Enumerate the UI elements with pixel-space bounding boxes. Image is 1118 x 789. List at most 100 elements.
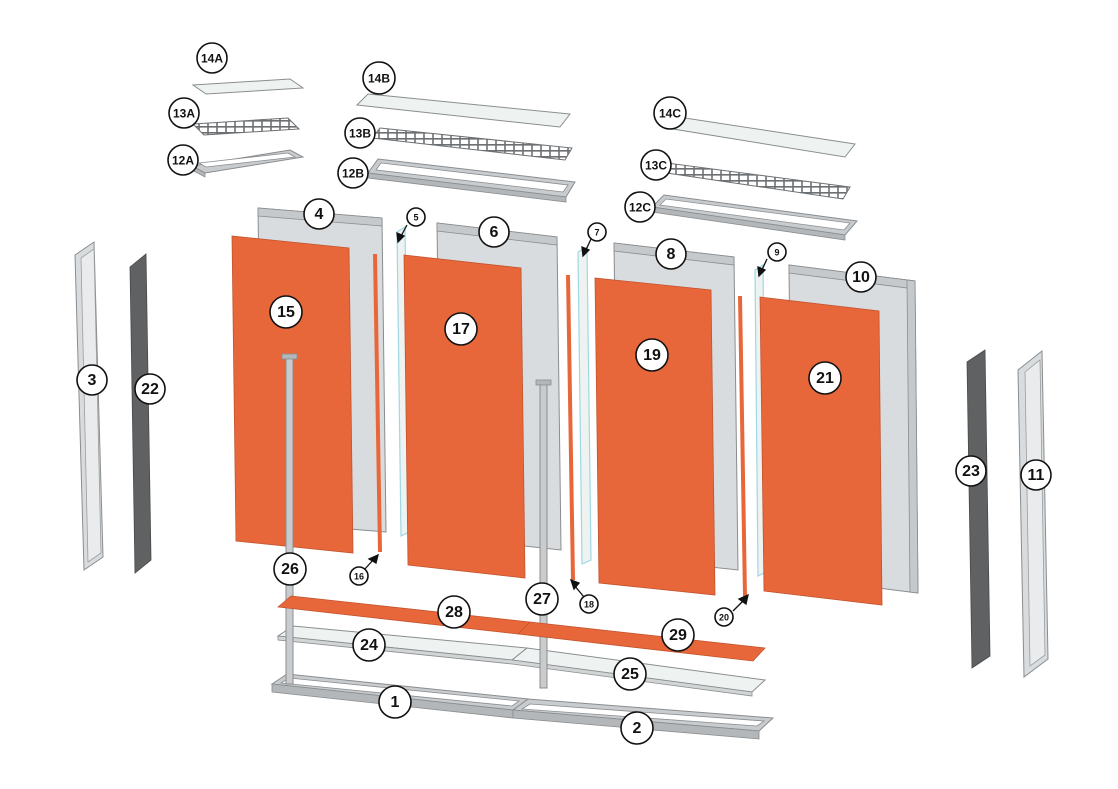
- callout-23: 23: [955, 455, 987, 487]
- callout-text: 1: [391, 694, 400, 711]
- callout-12b: 12B: [337, 157, 369, 189]
- callout-circle: [653, 96, 687, 130]
- part-21-orange-panel: [759, 296, 883, 606]
- callout-19: 19: [635, 338, 669, 372]
- callout-circle: [714, 607, 734, 627]
- part-27-post: [535, 379, 552, 689]
- callout-circle: [655, 238, 687, 270]
- callout-text: 27: [533, 591, 551, 608]
- callout-circle: [845, 261, 877, 293]
- callout-text: 9: [774, 248, 779, 258]
- callout-text: 24: [360, 637, 378, 654]
- callout-27: 27: [525, 582, 559, 616]
- part-13b-grid: [371, 127, 573, 161]
- callout-28: 28: [437, 595, 471, 629]
- callout-text: 12B: [342, 167, 364, 181]
- callout-circle: [167, 144, 199, 176]
- callout-circle: [808, 361, 842, 395]
- callout-circle: [378, 685, 412, 719]
- callout-text: 3: [88, 372, 97, 389]
- callout-text: 10: [852, 269, 870, 286]
- callout-text: 25: [621, 666, 639, 683]
- callout-3: 3: [76, 364, 108, 396]
- callout-4: 4: [303, 198, 335, 230]
- callout-circle: [352, 628, 386, 662]
- callout-text: 22: [141, 381, 159, 398]
- callout-text: 14A: [201, 52, 223, 66]
- part-11-side-post: [1017, 349, 1049, 678]
- callout-text: 14B: [368, 72, 390, 86]
- callout-circle: [624, 191, 656, 223]
- callout-text: 13C: [645, 159, 667, 173]
- callout-text: 16: [354, 572, 364, 582]
- callout-text: 6: [490, 224, 499, 241]
- callout-circle: [76, 364, 108, 396]
- callout-circle: [303, 198, 335, 230]
- callout-14b: 14B: [362, 61, 396, 95]
- callout-11: 11: [1020, 459, 1052, 491]
- callout-text: 26: [281, 561, 299, 578]
- callout-circle: [344, 117, 376, 149]
- callout-circle: [196, 42, 228, 74]
- callout-text: 8: [667, 246, 676, 263]
- callout-text: 13A: [173, 107, 195, 121]
- callout-22: 22: [134, 373, 166, 405]
- callout-circle: [362, 61, 396, 95]
- part-14a-glass: [191, 78, 305, 95]
- callout-circle: [767, 242, 787, 262]
- part-20-orange-strip: [738, 296, 747, 597]
- orange-strips: [373, 254, 747, 597]
- part-3-side-post: [74, 241, 104, 571]
- callout-text: 18: [584, 600, 594, 610]
- callout-text: 4: [315, 206, 324, 223]
- top-layers: [190, 78, 858, 241]
- callout-text: 5: [413, 213, 418, 223]
- callout-circle: [587, 222, 607, 242]
- callout-text: 12A: [172, 154, 194, 168]
- part-14b-glass: [355, 93, 571, 128]
- part-12a-frame: [190, 149, 305, 178]
- side-posts: [74, 241, 1049, 678]
- callout-13a: 13A: [168, 97, 200, 129]
- callout-circle: [437, 595, 471, 629]
- callout-text: 2: [633, 720, 642, 737]
- callout-2: 2: [620, 711, 654, 745]
- callout-text: 19: [643, 347, 661, 364]
- part-22-dark-strip: [129, 253, 152, 574]
- part-13c-grid: [659, 162, 851, 200]
- callout-26: 26: [273, 552, 307, 586]
- callout-12c: 12C: [624, 191, 656, 223]
- callout-text: 15: [277, 304, 295, 321]
- callout-21: 21: [808, 361, 842, 395]
- callout-circle: [613, 657, 647, 691]
- callout-14a: 14A: [196, 42, 228, 74]
- callout-14c: 14C: [653, 96, 687, 130]
- callout-circle: [579, 594, 599, 614]
- callout-9: 9: [767, 242, 787, 262]
- part-14c-glass: [671, 117, 856, 158]
- callout-text: 13B: [349, 127, 371, 141]
- callout-circle: [349, 566, 369, 586]
- callout-text: 20: [719, 613, 729, 623]
- part-7-glass-strip: [577, 245, 592, 565]
- callout-circle: [1020, 459, 1052, 491]
- callout-20: 20: [714, 607, 734, 627]
- callout-circle: [635, 338, 669, 372]
- callout-circle: [478, 216, 510, 248]
- part-16-orange-strip: [373, 254, 382, 552]
- callout-circle: [525, 582, 559, 616]
- callout-25: 25: [613, 657, 647, 691]
- callout-10: 10: [845, 261, 877, 293]
- part-17-orange-panel: [403, 254, 526, 579]
- leader-arrows: [363, 224, 768, 612]
- callout-17: 17: [444, 312, 478, 346]
- callout-text: 12C: [629, 201, 651, 215]
- callout-13c: 13C: [640, 149, 672, 181]
- part-29-orange-base: [517, 621, 766, 662]
- part-19-orange-panel: [594, 277, 716, 596]
- callout-text: 14C: [659, 107, 681, 121]
- callout-text: 29: [669, 627, 687, 644]
- callout-5: 5: [406, 207, 426, 227]
